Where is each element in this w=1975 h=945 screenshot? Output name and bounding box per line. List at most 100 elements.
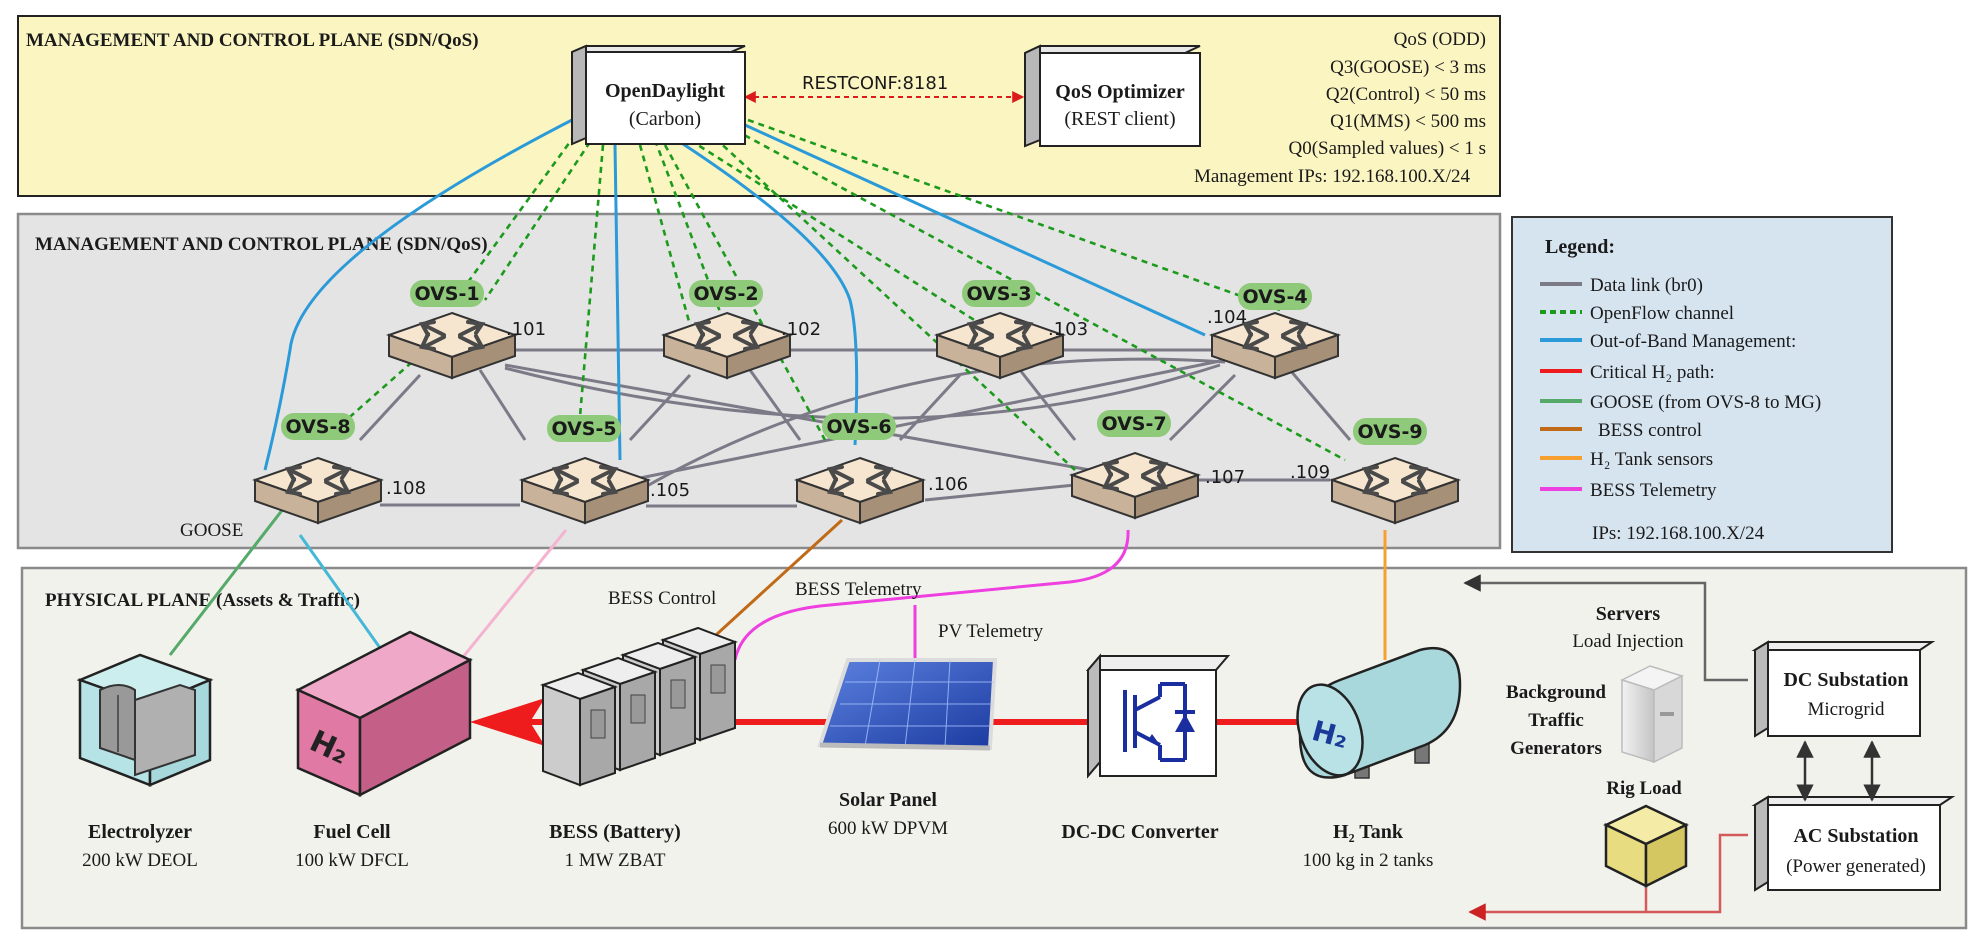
switch-ovs-2[interactable]: OVS-2 .102 [660, 280, 821, 380]
switch-tag [1353, 418, 1427, 445]
qos-optimizer[interactable]: QoS Optimizer (REST client) [1024, 44, 1201, 148]
optimizer-sub: (REST client) [1064, 108, 1175, 130]
traffic-generators-label: Generators [1510, 738, 1602, 759]
switch-ip: .105 [650, 480, 690, 501]
dc-substation[interactable]: DC Substation Microgrid [1751, 640, 1936, 738]
diode-icon [1175, 714, 1195, 732]
qos-line: Q3(GOOSE) < 3 ms [1330, 57, 1486, 78]
switch-arrows-icon [418, 320, 486, 351]
switch-tag [962, 280, 1036, 307]
h2-tank-name: H₂ Tank [1333, 821, 1404, 843]
legend-panel [1511, 216, 1893, 553]
h2-tank-icon[interactable]: H₂ [1286, 647, 1462, 784]
switch-id: OVS-9 [1357, 421, 1422, 443]
switch-ip: .101 [506, 319, 546, 340]
switch-tag [281, 413, 355, 440]
oob-management-lines [263, 118, 1206, 471]
optimizer-name: QoS Optimizer [1055, 81, 1185, 103]
switch-arrows-icon [966, 320, 1034, 351]
bess-rack-icon[interactable] [540, 626, 738, 787]
qos-title: QoS (ODD) [1394, 29, 1486, 50]
switch-id: OVS-8 [285, 416, 350, 438]
rig-load-cube-icon[interactable] [1603, 804, 1689, 889]
critical-h2-arrowhead [470, 698, 545, 746]
switch-ip: .104 [1207, 307, 1247, 328]
electrolyzer-icon[interactable] [76, 653, 214, 787]
switch-ip: .103 [1048, 319, 1088, 340]
switch-ip: .108 [386, 478, 426, 499]
switch-ovs-7[interactable]: OVS-7 .107 [1068, 410, 1245, 520]
dcdc-name: DC-DC Converter [1061, 821, 1218, 843]
switch-arrows-icon [1241, 320, 1309, 351]
switch-ovs-4[interactable]: OVS-4 .104 [1207, 283, 1342, 380]
solar-name: Solar Panel [839, 789, 937, 811]
switch-ip: .107 [1205, 467, 1245, 488]
bess-spec: 1 MW ZBAT [565, 850, 666, 871]
electrolyzer-name: Electrolyzer [88, 821, 192, 843]
dc-to-servers-arrow [1463, 574, 1748, 682]
switch-id: OVS-6 [826, 416, 891, 438]
legend-title: Legend: [1545, 236, 1615, 258]
switch-ovs-9[interactable]: OVS-9 .109 [1290, 418, 1462, 525]
switch-ip: .102 [781, 319, 821, 340]
fuel-cell-icon[interactable]: H₂ [295, 630, 473, 798]
switch-ip: .106 [928, 474, 968, 495]
opendaylight-controller[interactable]: OpenDaylight (Carbon) [571, 44, 746, 146]
switch-tag [689, 280, 763, 307]
bess-telemetry-link [733, 529, 1130, 661]
switch-id: OVS-4 [1242, 286, 1307, 308]
switch-id: OVS-1 [414, 283, 479, 305]
legend-item-label: Critical H₂ path: [1590, 362, 1715, 383]
ac-return-arrow [1468, 833, 1748, 921]
legend-item-label: Data link (br0) [1590, 275, 1703, 296]
switch-arrows-icon [284, 465, 352, 496]
switch-ovs-3[interactable]: OVS-3 .103 [933, 280, 1088, 380]
switch-id: OVS-7 [1101, 413, 1166, 435]
pv-telemetry-label: PV Telemetry [938, 621, 1044, 642]
traffic-generators-label: Traffic [1528, 710, 1584, 731]
switch-tag [1097, 410, 1171, 437]
fuel-cell-name: Fuel Cell [313, 821, 391, 843]
switch-arrows-icon [551, 465, 619, 496]
switches: OVS-1 .101 OVS-2 .102 [251, 280, 1462, 525]
top-plane-panel [17, 15, 1501, 197]
switch-ovs-6[interactable]: OVS-6 .106 [793, 413, 968, 525]
electrolyzer-spec: 200 kW DEOL [82, 850, 198, 871]
top-plane-title: MANAGEMENT AND CONTROL PLANE (SDN/QoS) [26, 30, 479, 51]
legend-item-label: BESS control [1598, 420, 1702, 441]
ac-substation[interactable]: AC Substation (Power generated) [1751, 795, 1956, 892]
management-ips: Management IPs: 192.168.100.X/24 [1194, 166, 1471, 187]
fuel-cell-spec: 100 kW DFCL [295, 850, 409, 871]
servers-name: Servers [1596, 603, 1661, 625]
switch-tag [410, 280, 484, 307]
goose-link [168, 499, 292, 656]
legend: Legend: Data link (br0) OpenFlow channel… [1540, 236, 1821, 544]
controller-name: OpenDaylight [605, 80, 725, 102]
rig-load-label: Rig Load [1606, 778, 1682, 799]
switch-tag [547, 415, 621, 442]
h2-tank-spec: 100 kg in 2 tanks [1303, 850, 1434, 871]
legend-item-label: Out-of-Band Management: [1590, 331, 1796, 352]
bess-control-label: BESS Control [608, 588, 716, 609]
bess-name: BESS (Battery) [549, 821, 681, 843]
dcdc-converter-icon[interactable] [1085, 653, 1231, 779]
switch-ovs-5[interactable]: OVS-5 .105 [518, 415, 690, 525]
dc-substation-sub: Microgrid [1807, 699, 1885, 720]
legend-item-label: H₂ Tank sensors [1590, 449, 1713, 470]
legend-item-label: OpenFlow channel [1590, 303, 1734, 324]
switch-ovs-8[interactable]: OVS-8 .108 [251, 413, 426, 525]
switch-tag [822, 413, 896, 440]
controller-sub: (Carbon) [629, 108, 701, 130]
switch-arrows-icon [1101, 460, 1169, 491]
solar-spec: 600 kW DPVM [828, 818, 948, 839]
qos-line: Q1(MMS) < 500 ms [1330, 111, 1486, 132]
solar-panel-icon[interactable] [817, 658, 998, 751]
switch-id: OVS-3 [966, 283, 1031, 305]
switch-arrows-icon [693, 320, 761, 351]
ac-substation-sub: (Power generated) [1786, 856, 1926, 877]
switch-tag [1238, 283, 1312, 310]
switch-ovs-1[interactable]: OVS-1 .101 [385, 280, 546, 380]
mid-plane-title: MANAGEMENT AND CONTROL PLANE (SDN/QoS) [35, 234, 488, 255]
traffic-generators-label: Background [1506, 682, 1606, 703]
